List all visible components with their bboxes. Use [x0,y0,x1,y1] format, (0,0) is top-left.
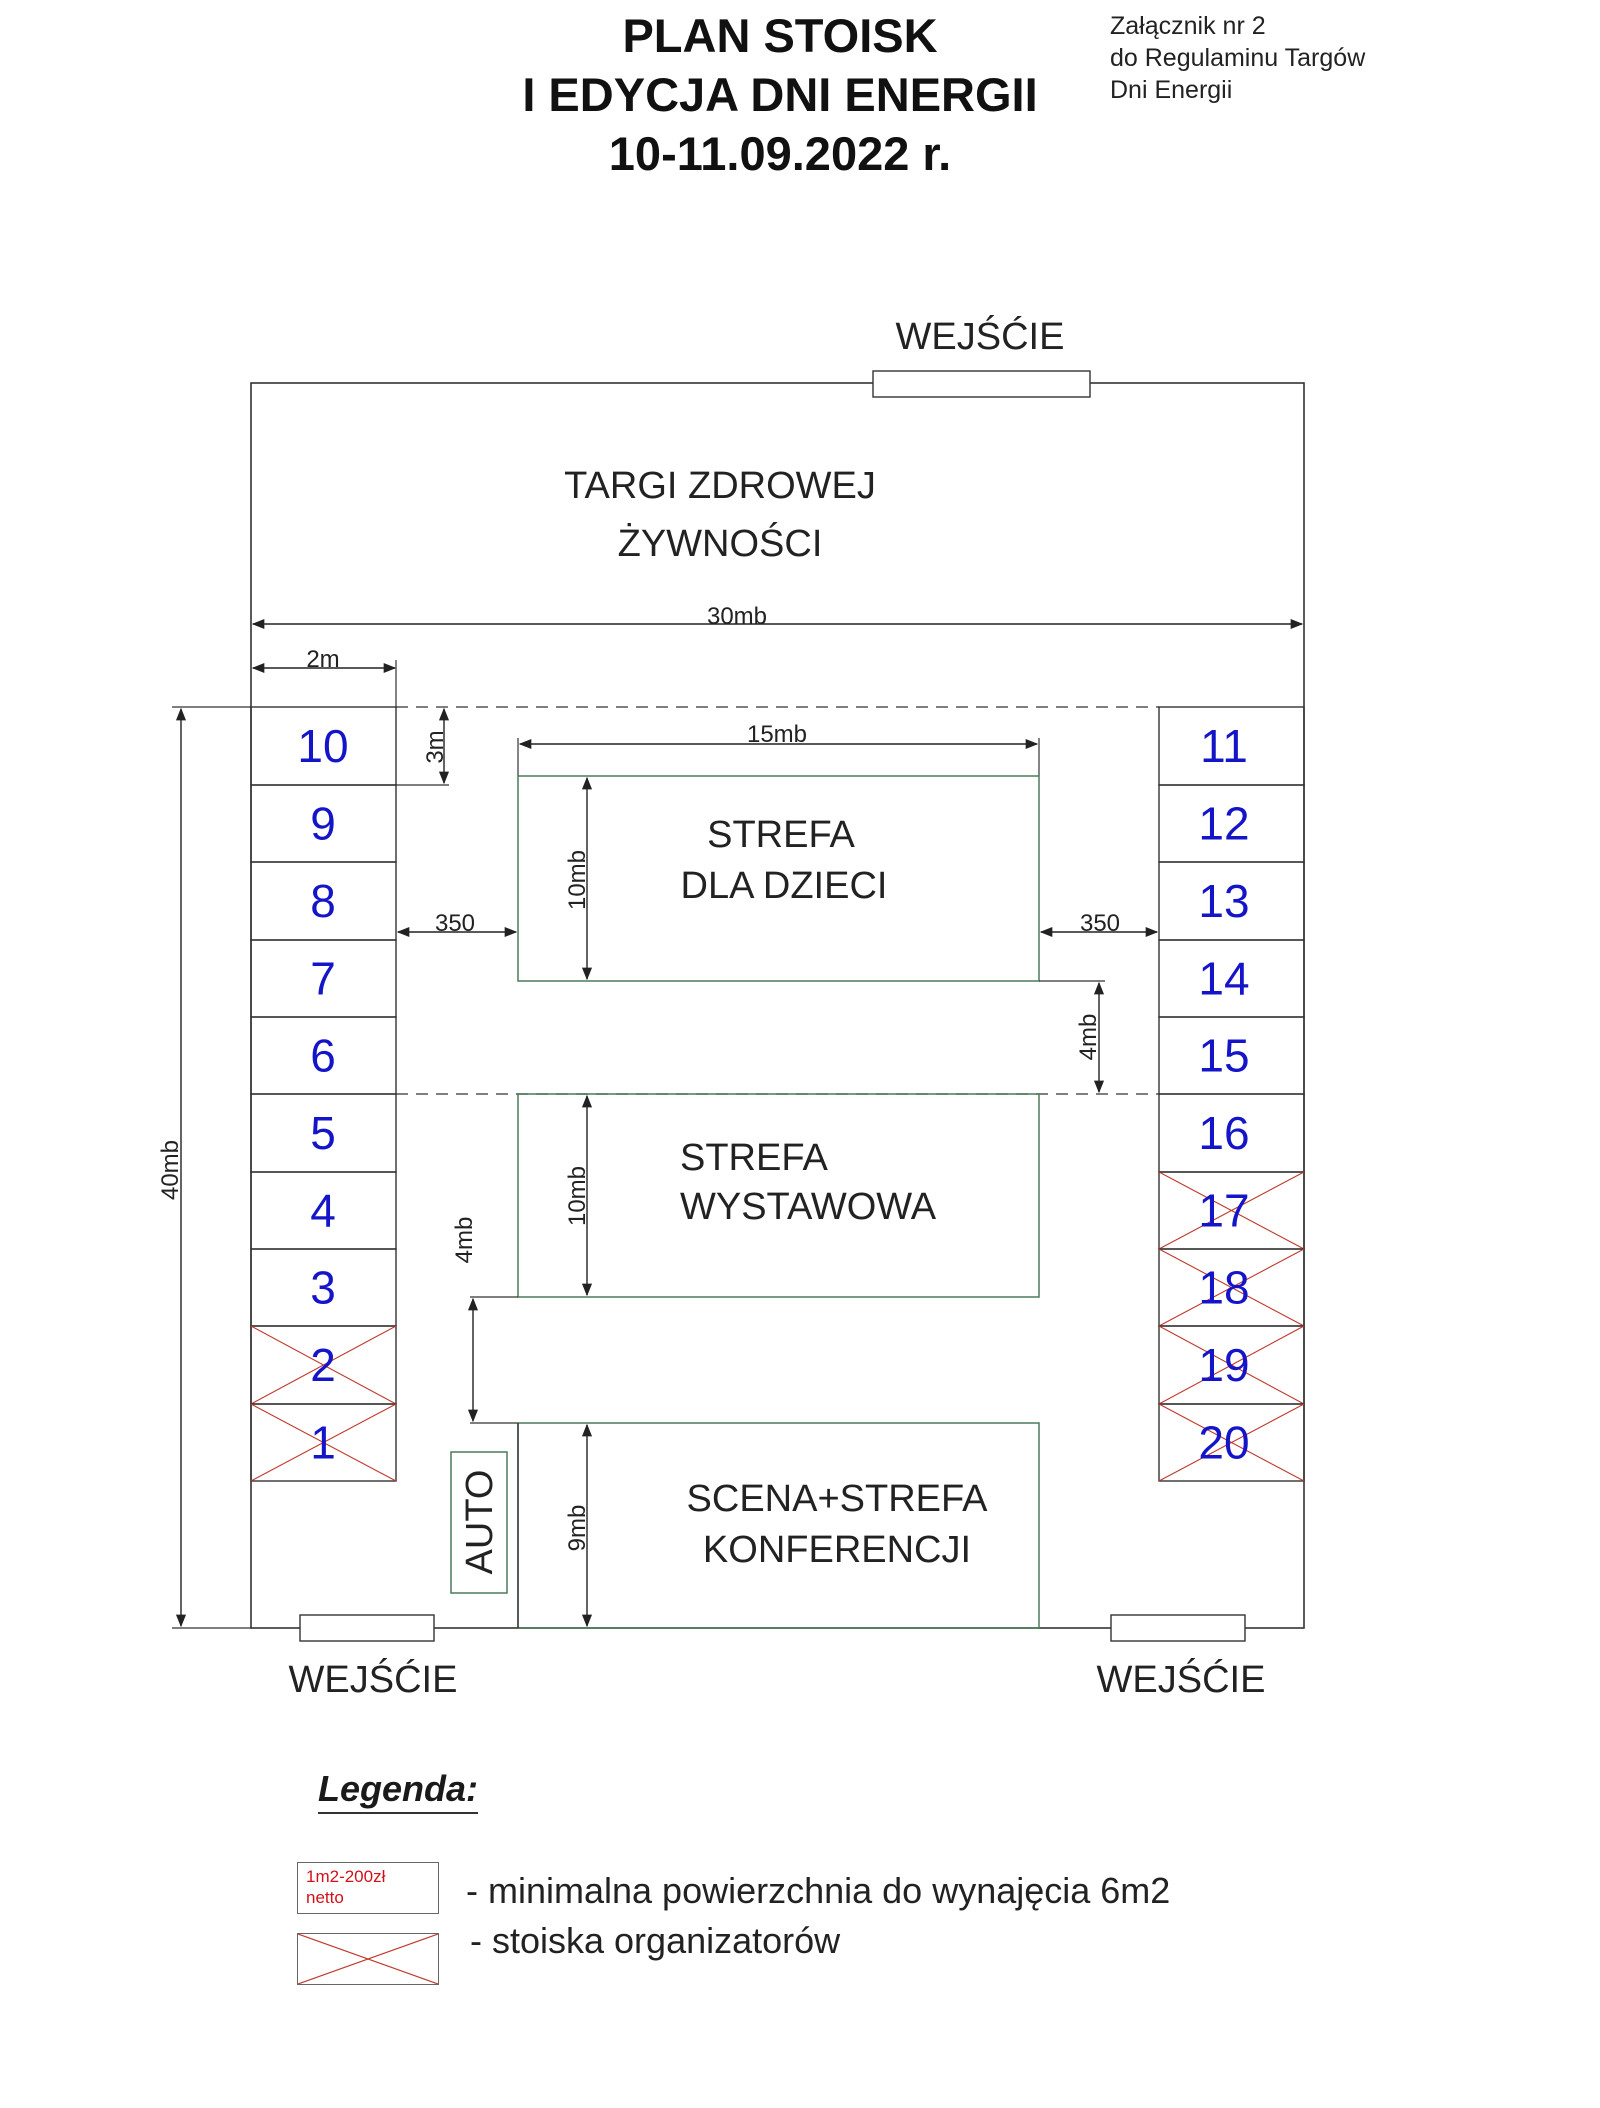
stand-number: 19 [1198,1339,1249,1391]
annex-note: Załącznik nr 2 do Regulaminu Targów Dni … [1110,10,1365,106]
stand-16: 16 [1158,1093,1305,1173]
dim-exhibition-height-label: 10mb [564,1166,591,1226]
left-stand-column: 10 9 8 7 6 5 4 3 2 1 [250,706,397,1482]
stand-10: 10 [250,706,397,786]
zone-exhibition-line-2: WYSTAWOWA [680,1186,937,1228]
stand-number: 9 [310,798,336,850]
stand-19: 19 [1158,1325,1305,1405]
stand-17: 17 [1158,1171,1305,1250]
stand-number: 17 [1198,1185,1249,1237]
dim-kids-height-label: 10mb [564,850,591,910]
stand-number: 18 [1198,1262,1249,1314]
entrance-bottom-right-label: WEJŚĆIE [1097,1656,1266,1701]
stand-number: 20 [1198,1417,1249,1469]
auto-label: AUTO [459,1470,501,1575]
dim-stand-width-label: 2m [306,646,339,673]
stand-12: 12 [1158,784,1305,863]
stand-number: 7 [310,953,336,1005]
stand-3: 3 [250,1248,397,1327]
zone-stage-line-2: KONFERENCJI [703,1529,971,1571]
stand-number: 13 [1198,875,1249,927]
stand-number: 16 [1198,1107,1249,1159]
zone-kids-line-1: STREFA [707,814,855,856]
stand-13: 13 [1158,861,1305,941]
legend-row-organizer: - stoiska organizatorów [470,1920,841,1961]
zone-exhibition-area [517,1093,1040,1298]
title-line-2: I EDYCJA DNI ENERGII [522,68,1038,121]
stand-cell [1158,1403,1305,1482]
zone-kids-area [517,775,1040,982]
auto-parking-box [450,1451,508,1594]
stand-number: 15 [1198,1030,1249,1082]
annex-line-1: Załącznik nr 2 [1110,12,1266,40]
zone-stage-line-1: SCENA+STREFA [687,1478,989,1520]
legend-price-line-1: 1m2-200zł [306,1867,386,1886]
zone-kids-line-2: DLA DZIECI [681,865,888,907]
zone-stage-area [517,1422,1040,1629]
stand-14: 14 [1158,939,1305,1018]
stand-number: 12 [1198,798,1249,850]
stand-4: 4 [250,1171,397,1250]
legend-cross-icon [298,1934,438,1984]
annex-line-2: do Regulaminu Targów [1110,44,1366,72]
dim-aisle-right-label: 350 [1080,910,1120,937]
legend-price-box: 1m2-200zł netto [297,1862,439,1914]
dim-top-gap-label: 3m [422,730,449,763]
organizer-cross-line [1158,1403,1305,1482]
stand-8: 8 [250,861,397,941]
legend-organizer-box [297,1933,439,1985]
organizer-cross-line [1158,1325,1305,1405]
stand-11: 11 [1158,706,1305,786]
zone-food-line-1: TARGI ZDROWEJ [564,465,876,507]
dim-gap-right-label: 4mb [1075,1014,1102,1061]
dim-gap-left-label: 4mb [451,1217,478,1264]
stand-20: 20 [1158,1403,1305,1482]
stand-number: 14 [1198,953,1249,1005]
stand-number: 11 [1200,720,1248,772]
stand-number: 3 [310,1262,336,1314]
stand-1: 1 [250,1403,397,1482]
stand-number: 4 [310,1185,336,1237]
stand-2: 2 [250,1325,397,1405]
organizer-cross-line [1158,1171,1305,1250]
legend-title: Legenda: [318,1768,479,1814]
stand-number: 5 [310,1107,336,1159]
right-stand-column: 11 12 13 14 15 16 17 18 19 20 [1158,706,1305,1482]
zone-exhibition-line-1: STREFA [680,1137,828,1179]
entrance-bottom-left-marker [299,1614,435,1642]
stand-18: 18 [1158,1248,1305,1327]
stand-number: 1 [310,1417,336,1469]
stand-cell [250,1403,397,1482]
legend-price-line-2: netto [306,1888,344,1907]
stand-7: 7 [250,939,397,1018]
organizer-cross-line [250,1403,397,1482]
organizer-cross-line [1158,1248,1305,1327]
entrance-top-marker [872,370,1091,398]
stand-5: 5 [250,1093,397,1173]
dim-aisle-left-label: 350 [435,910,475,937]
title-line-3: 10-11.09.2022 r. [608,127,952,180]
stand-9: 9 [250,784,397,863]
legend-row-min-area: - minimalna powierzchnia do wynajęcia 6m… [466,1870,1171,1911]
dim-zone-width-label: 15mb [747,721,807,748]
stand-number: 10 [297,720,348,772]
title-line-1: PLAN STOISK [622,9,938,62]
zone-food-line-2: ŻYWNOŚCI [618,520,823,565]
annex-line-3: Dni Energii [1110,76,1233,104]
organizer-cross-line [250,1325,397,1405]
stand-15: 15 [1158,1016,1305,1095]
entrance-bottom-right-marker [1110,1614,1246,1642]
dim-width-total-label: 30mb [707,603,767,630]
dim-stage-height-label: 9mb [564,1505,591,1552]
stand-number: 2 [310,1339,336,1391]
page-title: PLAN STOISK I EDYCJA DNI ENERGII 10-11.0… [480,6,1080,183]
hall-outline [250,382,1305,1629]
entrance-top-label: WEJŚĆIE [896,313,1065,358]
entrance-bottom-left-label: WEJŚĆIE [289,1656,458,1701]
stand-number: 8 [310,875,336,927]
dim-height-total-label: 40mb [157,1140,184,1200]
stand-6: 6 [250,1016,397,1095]
stand-number: 6 [310,1030,336,1082]
